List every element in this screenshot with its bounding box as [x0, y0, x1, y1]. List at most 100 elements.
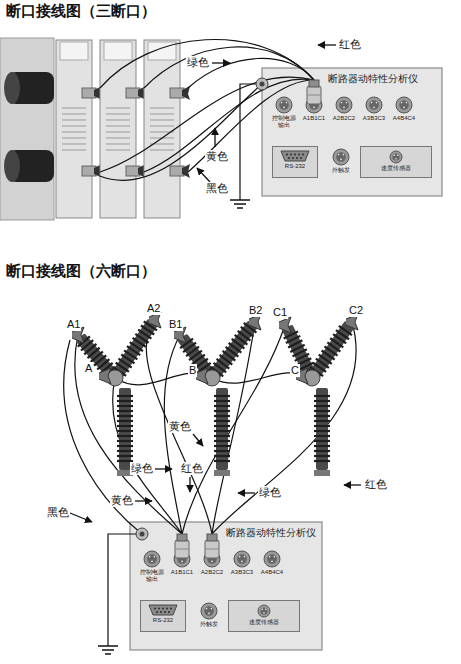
plug-body: [175, 540, 189, 558]
callout-arrow: [193, 434, 203, 446]
breaker-base: [214, 470, 230, 476]
port-label: A1B1C1: [300, 115, 328, 122]
ground-terminal-core: [260, 82, 265, 87]
socket-icon: [173, 550, 191, 568]
pin: [340, 159, 342, 161]
rib: [62, 120, 86, 121]
test-wire: [144, 79, 314, 172]
pin: [371, 102, 373, 104]
socket-core: [279, 100, 289, 110]
port-label: A2B2C2: [330, 115, 358, 122]
pin: [154, 608, 156, 610]
port-box: 速度传感器: [228, 600, 300, 632]
socket-ring: [234, 551, 250, 567]
pin: [156, 611, 158, 613]
socket-core: [267, 554, 277, 564]
socket-core: [207, 554, 217, 564]
port-label: A4B4C4: [390, 115, 418, 122]
db9-shell: [149, 605, 177, 615]
insulator-rib: [214, 440, 230, 442]
insulator-rib: [214, 410, 230, 412]
socket-core: [339, 100, 349, 110]
insulator-rib: [117, 415, 133, 417]
socket-core: [399, 100, 409, 110]
pin: [302, 154, 304, 156]
diagram-title: 断口接线图（六断口）: [6, 262, 156, 280]
pin: [393, 154, 395, 156]
crocodile-clip: [196, 368, 208, 384]
socket-icon: [395, 96, 413, 114]
analyzer-panel: 断路器动特性分析仪控制电源 输出A1B1C1A2B2C2A3B3C3A4B4C4…: [130, 522, 322, 650]
plug-line: [205, 549, 219, 550]
insulator-rib: [314, 460, 330, 462]
socket-ring: [306, 97, 322, 113]
insulator-rib: [339, 326, 352, 335]
insulator-rib: [117, 455, 133, 457]
pin: [151, 561, 153, 563]
outdoor-breaker: [72, 312, 161, 476]
callout-arrow: [318, 44, 336, 45]
insulator-rib: [314, 405, 330, 407]
rib: [106, 108, 130, 109]
socket-ring: [333, 149, 349, 165]
test-wire: [212, 322, 356, 534]
insulator-rib: [117, 400, 133, 402]
rib: [150, 150, 174, 151]
outdoor-breaker: [279, 314, 358, 476]
rib: [150, 114, 174, 115]
wire-color-label: 红色: [364, 478, 388, 491]
pin: [211, 608, 213, 610]
pin: [162, 608, 164, 610]
rib: [106, 138, 130, 139]
pin: [208, 613, 210, 615]
terminal-label: B2: [248, 304, 263, 317]
insulator-rib: [314, 445, 330, 447]
callout-arrow: [135, 500, 152, 501]
ground-symbol: [230, 200, 250, 208]
analyzer-panel: 断路器动特性分析仪控制电源 输出A1B1C1A2B2C2A3B3C3A4B4C4…: [262, 68, 442, 196]
instrument-housing: [262, 68, 442, 196]
terminal-label: A1: [66, 318, 81, 331]
breaker-base: [314, 470, 330, 476]
insulator-rib: [214, 405, 230, 407]
socket-core: [237, 554, 247, 564]
crocodile-clip: [279, 317, 291, 333]
pin: [288, 157, 290, 159]
connector-socket: A4B4C4: [390, 96, 418, 122]
pin: [263, 612, 265, 614]
pin: [346, 102, 348, 104]
wire-color-label: 黄色: [168, 420, 192, 433]
insulator-rib: [214, 435, 230, 437]
rib: [62, 144, 86, 145]
socket-ring: [396, 97, 412, 113]
socket-icon: [203, 550, 221, 568]
terminal-label: B: [188, 364, 197, 377]
socket-ring: [366, 97, 382, 113]
pin: [211, 561, 213, 563]
callout-arrow: [212, 62, 230, 63]
socket-icon: [389, 150, 403, 164]
callout-arrow: [189, 477, 190, 492]
vacuum-breaker: [0, 38, 190, 220]
callout-arrow: [155, 468, 172, 469]
arm-cap: [4, 72, 20, 104]
clip: [182, 86, 190, 100]
socket-icon: [365, 96, 383, 114]
pin: [395, 158, 397, 160]
insulator-rib: [117, 440, 133, 442]
port-label: RS-232: [273, 163, 317, 170]
test-wire: [100, 84, 262, 180]
connector-socket: A3B3C3: [360, 96, 388, 122]
port-label: A3B3C3: [228, 569, 256, 576]
terminal-label: A2: [146, 302, 161, 315]
insulator-rib: [314, 410, 330, 412]
pin: [343, 107, 345, 109]
insulator-rib: [214, 395, 230, 397]
wire-color-label: 黑色: [205, 182, 229, 195]
pin: [160, 611, 162, 613]
connector-socket: 外触发: [194, 602, 224, 628]
rib: [62, 150, 86, 151]
socket-core: [336, 152, 346, 162]
terminal-bar: [126, 88, 140, 98]
